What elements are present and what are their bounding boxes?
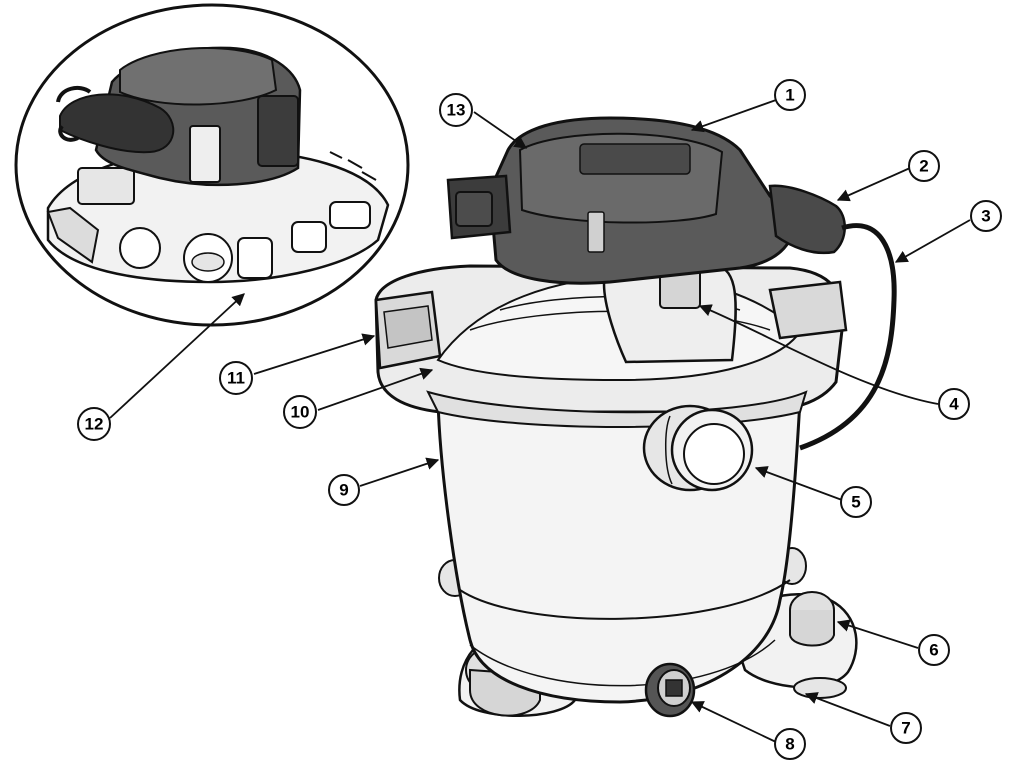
arrow-2 [836,167,911,202]
arrow-1 [690,99,777,133]
arrow-10 [317,367,434,411]
power-switch [455,191,493,227]
callout-7: 7 [890,712,922,744]
callout-label-10: 10 [291,403,310,422]
callout-label-9: 9 [339,481,348,500]
callout-label-3: 3 [981,207,990,226]
caster-wheel [793,677,847,699]
inset-handle-block [46,206,100,264]
arrow-6 [836,619,919,649]
inset-slot-right-1 [237,237,273,279]
vacuum-inlet [642,404,754,492]
callouts: 1 2 3 4 5 6 7 8 [77,79,1002,760]
callout-label-1: 1 [785,86,794,105]
callout-label-4: 4 [949,395,959,414]
inset-motor-grill [189,125,221,183]
callout-4: 4 [938,388,970,420]
callout-9: 9 [328,474,360,506]
cord-clip [587,211,605,253]
callout-8: 8 [774,728,806,760]
inset-notches [329,151,377,181]
arrow-7 [804,692,891,727]
inset-slot-right-3 [329,201,371,229]
power-cord [799,223,897,451]
callout-label-11: 11 [227,369,245,388]
motor-head-recess [579,143,691,175]
callout-11: 11 [219,361,253,395]
lid-side-block-right [768,280,848,340]
callout-label-2: 2 [919,157,928,176]
callout-13: 13 [439,93,473,127]
arrow-11 [253,333,376,375]
callout-label-7: 7 [901,719,910,738]
arrow-8 [690,701,777,743]
inset-slot-center-inner [191,252,225,272]
vacuum-main [374,116,897,718]
callout-10: 10 [283,395,317,429]
drain-port [644,662,696,718]
callout-label-13: 13 [447,101,466,120]
callout-12: 12 [77,407,111,441]
inset-cord-wrap [59,93,175,154]
callout-label-8: 8 [785,735,794,754]
callout-3: 3 [970,200,1002,232]
callout-label-5: 5 [851,493,860,512]
arrow-3 [894,219,971,263]
inset-motor-side [257,95,299,167]
callout-arrows [109,99,971,743]
callout-2: 2 [908,150,940,182]
tank-base-band [459,579,791,620]
inset-cord-loop [56,85,92,142]
callout-1: 1 [774,79,806,111]
inset-slot-right-2 [291,221,327,253]
callout-label-12: 12 [85,415,104,434]
inset-slot-left [119,227,161,269]
arrow-13 [473,111,528,149]
inset-front-panel [77,167,135,205]
arrow-9 [359,457,440,487]
inset-motor-top [119,47,278,106]
callout-5: 5 [840,486,872,518]
inset-detail [14,3,410,327]
arrow-5 [754,466,843,501]
arrow-12 [109,293,245,419]
lid-side-block-left-face [383,305,433,349]
tank-base-band-2 [469,639,776,687]
callout-6: 6 [918,634,950,666]
callout-label-6: 6 [929,641,938,660]
arrow-4 [698,304,939,405]
